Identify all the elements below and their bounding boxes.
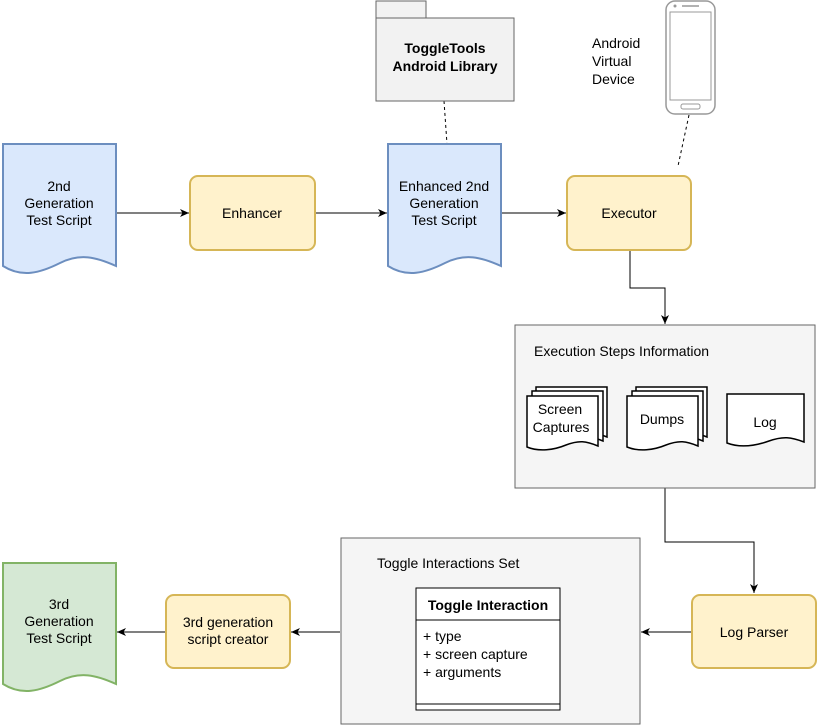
execution-steps-container: Execution Steps Information Screen Captu…: [514, 324, 816, 489]
toggle-attr-screen-capture: + screen capture: [423, 646, 528, 662]
creator-line-1: 3rd generation: [183, 614, 273, 630]
log-parser-label: Log Parser: [720, 624, 789, 640]
android-virtual-device: Android Virtual Device: [592, 0, 716, 115]
third-gen-line-3: Test Script: [26, 630, 91, 646]
third-gen-line-2: Generation: [24, 613, 93, 629]
smartphone-icon: [665, 0, 716, 115]
dashed-avd-to-executor: [677, 114, 690, 167]
enhanced-line-2: Generation: [409, 195, 478, 211]
toggle-set-title: Toggle Interactions Set: [377, 555, 520, 571]
avd-line-2: Virtual: [592, 53, 631, 69]
toggle-attr-arguments: + arguments: [423, 664, 501, 680]
toggle-attr-type: + type: [423, 628, 462, 644]
third-gen-line-1: 3rd: [49, 596, 69, 612]
log-parser-process: Log Parser: [691, 594, 817, 669]
dumps-label: Dumps: [640, 411, 684, 427]
log-doc: Log: [726, 393, 805, 447]
second-gen-line-2: Generation: [24, 195, 93, 211]
enhanced-line-3: Test Script: [411, 212, 476, 228]
screen-captures-line-2: Captures: [533, 419, 590, 435]
second-gen-test-script: 2nd Generation Test Script: [2, 143, 117, 274]
toggle-class-name: Toggle Interaction: [428, 597, 548, 613]
toggletools-library: ToggleTools Android Library: [375, 0, 515, 102]
creator-line-2: script creator: [188, 631, 269, 647]
avd-line-1: Android: [592, 35, 640, 51]
enhanced-test-script: Enhanced 2nd Generation Test Script: [387, 143, 502, 274]
screen-captures-doc: Screen Captures: [526, 386, 608, 451]
dashed-library-to-enhanced: [443, 100, 448, 145]
second-gen-line-1: 2nd: [47, 178, 70, 194]
connectors: [116, 100, 758, 636]
third-gen-script-creator: 3rd generation script creator: [165, 594, 291, 669]
arrow-exec-info-to-log-parser: [664, 488, 758, 593]
screen-captures-line-1: Screen: [538, 401, 582, 417]
log-label: Log: [753, 414, 776, 430]
executor-label: Executor: [601, 205, 657, 221]
avd-line-3: Device: [592, 71, 635, 87]
toggle-interactions-container: Toggle Interactions Set Toggle Interacti…: [340, 537, 641, 725]
enhancer-process: Enhancer: [189, 175, 316, 251]
second-gen-line-3: Test Script: [26, 212, 91, 228]
enhancer-label: Enhancer: [222, 205, 282, 221]
arrow-executor-to-exec-info: [629, 251, 669, 324]
executor-process: Executor: [566, 175, 692, 251]
toggle-interaction-class: Toggle Interaction + type + screen captu…: [415, 587, 561, 711]
library-line-2: Android Library: [392, 58, 497, 74]
library-line-1: ToggleTools: [404, 40, 485, 56]
execution-steps-title: Execution Steps Information: [534, 343, 709, 359]
dumps-doc: Dumps: [626, 386, 708, 451]
enhanced-line-1: Enhanced 2nd: [399, 178, 489, 194]
third-gen-test-script: 3rd Generation Test Script: [2, 562, 117, 692]
